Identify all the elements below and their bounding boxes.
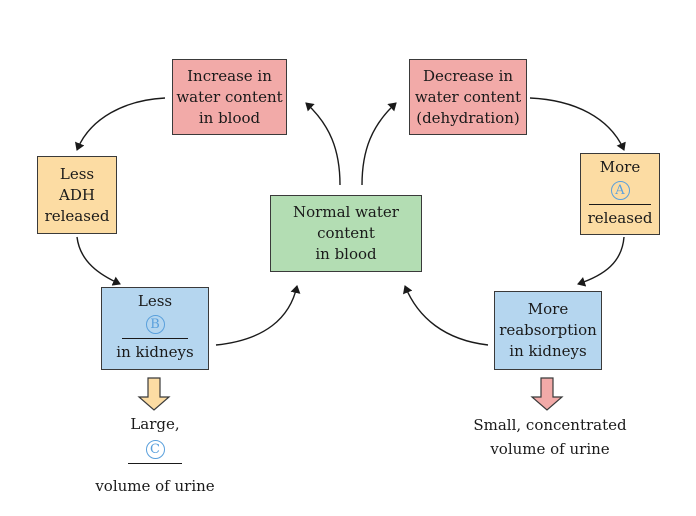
less-adh-line-3: released [44, 206, 110, 225]
arrow-increase-to-less-adh [75, 97, 166, 151]
normal-water-box: Normal water content in blood [270, 195, 422, 272]
arrow-normal-to-increase [305, 102, 341, 186]
more-reabsorption-box: More reabsorption in kidneys [494, 291, 602, 370]
increase-line-2: water content [176, 87, 283, 106]
small-line-2: volume of urine [490, 440, 610, 458]
more-reabsorption-line-3: in kidneys [509, 342, 587, 360]
blank-b: B [122, 312, 188, 339]
small-line-1: Small, concentrated [473, 416, 627, 434]
large-top: Large, [130, 415, 180, 433]
increase-line-3: in blood [198, 108, 261, 127]
more-a-top: More [599, 158, 641, 176]
normal-line-3: in blood [315, 245, 377, 263]
large-urine-label: Large, C volume of urine [70, 414, 240, 497]
arrow-normal-to-decrease [361, 102, 397, 186]
increase-line-1: Increase in [187, 66, 272, 85]
more-a-box: More A released [580, 153, 660, 235]
marker-c: C [145, 440, 165, 459]
increase-water-box: Increase in water content in blood [172, 59, 287, 135]
blank-c: C [128, 437, 182, 464]
down-arrow-small [530, 377, 564, 411]
arrow-less-adh-to-less-b [76, 236, 121, 286]
arrow-more-a-to-more-reabsorption [577, 236, 625, 287]
less-adh-line-1: Less [59, 164, 95, 183]
decrease-line-2: water content [414, 87, 522, 106]
more-reabsorption-line-1: More [527, 300, 569, 318]
more-a-bottom: released [587, 209, 653, 227]
arrow-more-reabsorption-to-normal [403, 285, 489, 346]
decrease-line-3: (dehydration) [416, 108, 520, 127]
less-b-bottom: in kidneys [116, 343, 194, 361]
marker-a: A [610, 181, 630, 200]
large-bottom: volume of urine [95, 477, 215, 495]
arrow-decrease-to-more-a [529, 97, 626, 151]
normal-line-1: Normal water [293, 203, 399, 221]
less-b-top: Less [137, 292, 173, 310]
arrow-less-b-to-normal [215, 285, 301, 346]
less-adh-line-2: ADH [59, 185, 95, 204]
down-arrow-large [137, 377, 171, 411]
less-adh-box: Less ADH released [37, 156, 117, 234]
decrease-water-box: Decrease in water content (dehydration) [409, 59, 527, 135]
less-b-box: Less B in kidneys [101, 287, 209, 370]
marker-b: B [145, 315, 165, 334]
normal-line-2: content [317, 224, 375, 242]
small-urine-label: Small, concentrated volume of urine [455, 415, 645, 460]
more-reabsorption-line-2: reabsorption [499, 321, 597, 339]
blank-a: A [589, 178, 651, 205]
decrease-line-1: Decrease in [422, 66, 514, 85]
